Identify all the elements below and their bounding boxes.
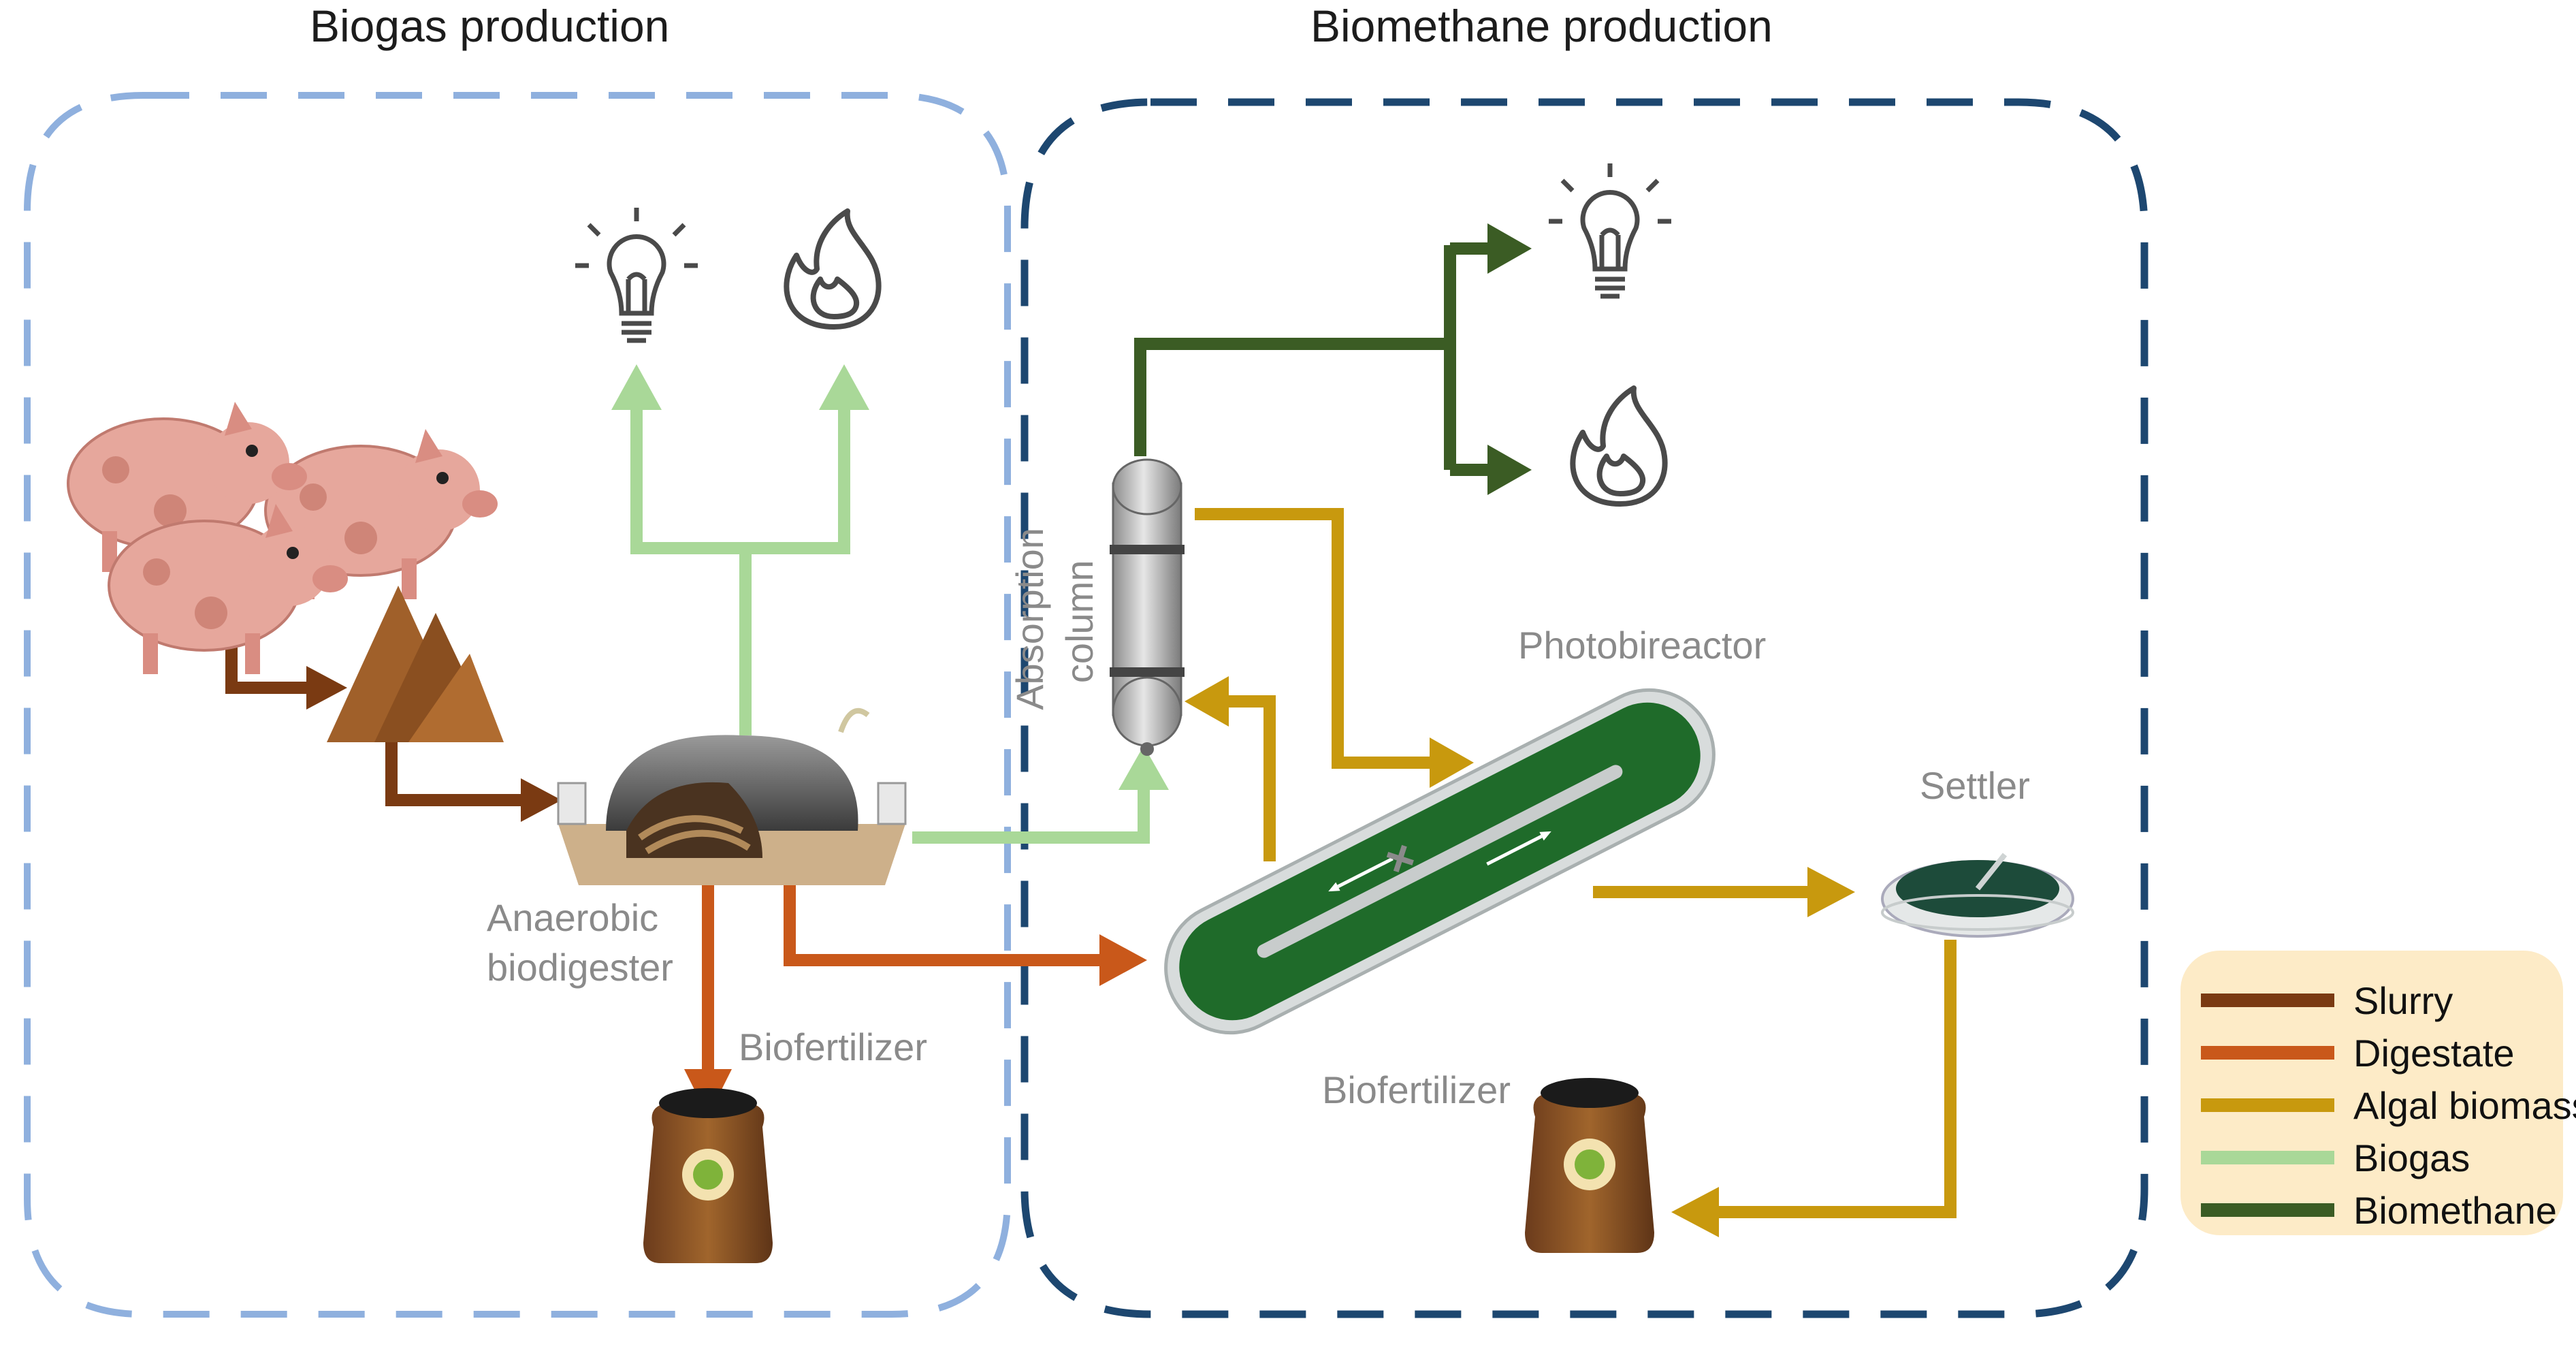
biofertilizer-left-label: Biofertilizer	[739, 1026, 927, 1068]
biodigester-icon	[557, 708, 907, 885]
lightbulb-icon	[575, 208, 698, 343]
slurry-flow	[225, 647, 524, 806]
flame-icon	[784, 208, 882, 330]
algal-biomass-arrowhead	[1430, 737, 1474, 788]
biogas-arrowhead	[1118, 746, 1169, 790]
settler-icon	[1881, 853, 2074, 938]
legend-item-biogas: Biogas	[2201, 1134, 2470, 1181]
legend: Slurry Digestate Algal biomass Biogas Bi…	[2180, 951, 2576, 1235]
biogas-flow	[630, 409, 1150, 844]
pig-icon	[108, 504, 348, 674]
biomethane-flow	[1134, 242, 1491, 476]
fertilizer-bag-icon	[1525, 1078, 1654, 1253]
anaerobic-biodigester-label-line2: biodigester	[487, 945, 673, 989]
photobioreactor-label: Photobireactor	[1518, 624, 1767, 667]
biogas-arrowhead	[819, 364, 869, 410]
lightbulb-icon	[1549, 163, 1671, 299]
legend-item-slurry: Slurry	[2201, 976, 2453, 1024]
biogas-section-box	[24, 92, 1011, 1318]
biomethane-arrowhead	[1487, 445, 1532, 495]
slurry-arrowhead	[521, 778, 562, 822]
legend-label: Slurry	[2353, 979, 2453, 1022]
algal-biomass-flow	[1195, 508, 1957, 1218]
flame-icon	[1570, 385, 1668, 507]
legend-swatch	[2201, 1098, 2334, 1112]
pig-icon	[67, 402, 307, 572]
absorption-column-label-line1: Absorption	[1008, 528, 1052, 710]
absorption-column-label: Absorption column	[1005, 528, 1105, 710]
manure-pile-icon	[327, 586, 504, 742]
legend-swatch	[2201, 994, 2334, 1007]
algal-biomass-arrowhead	[1185, 676, 1229, 727]
legend-item-algal-biomass: Algal biomass	[2201, 1081, 2576, 1129]
biomethane-section-title: Biomethane production	[1310, 1, 1773, 51]
digestate-flow	[702, 885, 1103, 1069]
legend-label: Digestate	[2353, 1031, 2515, 1075]
legend-label: Biogas	[2353, 1136, 2470, 1179]
legend-swatch	[2201, 1203, 2334, 1217]
legend-label: Algal biomass	[2353, 1083, 2576, 1127]
absorption-column-label-line2: column	[1058, 560, 1101, 684]
settler-label: Settler	[1920, 764, 2030, 807]
legend-item-digestate: Digestate	[2201, 1029, 2515, 1077]
digestate-arrowhead	[1099, 934, 1147, 986]
legend-swatch	[2201, 1151, 2334, 1164]
fertilizer-bag-icon	[643, 1088, 773, 1263]
biomethane-arrowhead	[1487, 223, 1532, 274]
algal-biomass-arrowhead	[1807, 867, 1855, 917]
slurry-arrowhead	[306, 666, 347, 710]
absorption-column-icon	[1110, 458, 1185, 756]
photobioreactor-icon	[1164, 688, 1716, 1035]
biofertilizer-right-label: Biofertilizer	[1322, 1068, 1511, 1111]
legend-label: Biomethane	[2353, 1188, 2557, 1232]
legend-swatch	[2201, 1046, 2334, 1060]
algal-biomass-arrowhead	[1671, 1187, 1719, 1237]
legend-item-biomethane: Biomethane	[2201, 1186, 2557, 1234]
biogas-section-title: Biogas production	[310, 1, 670, 51]
anaerobic-biodigester-label-line1: Anaerobic	[487, 896, 659, 939]
anaerobic-biodigester-label: Anaerobic biodigester	[487, 893, 673, 993]
biogas-arrowhead	[611, 364, 662, 410]
